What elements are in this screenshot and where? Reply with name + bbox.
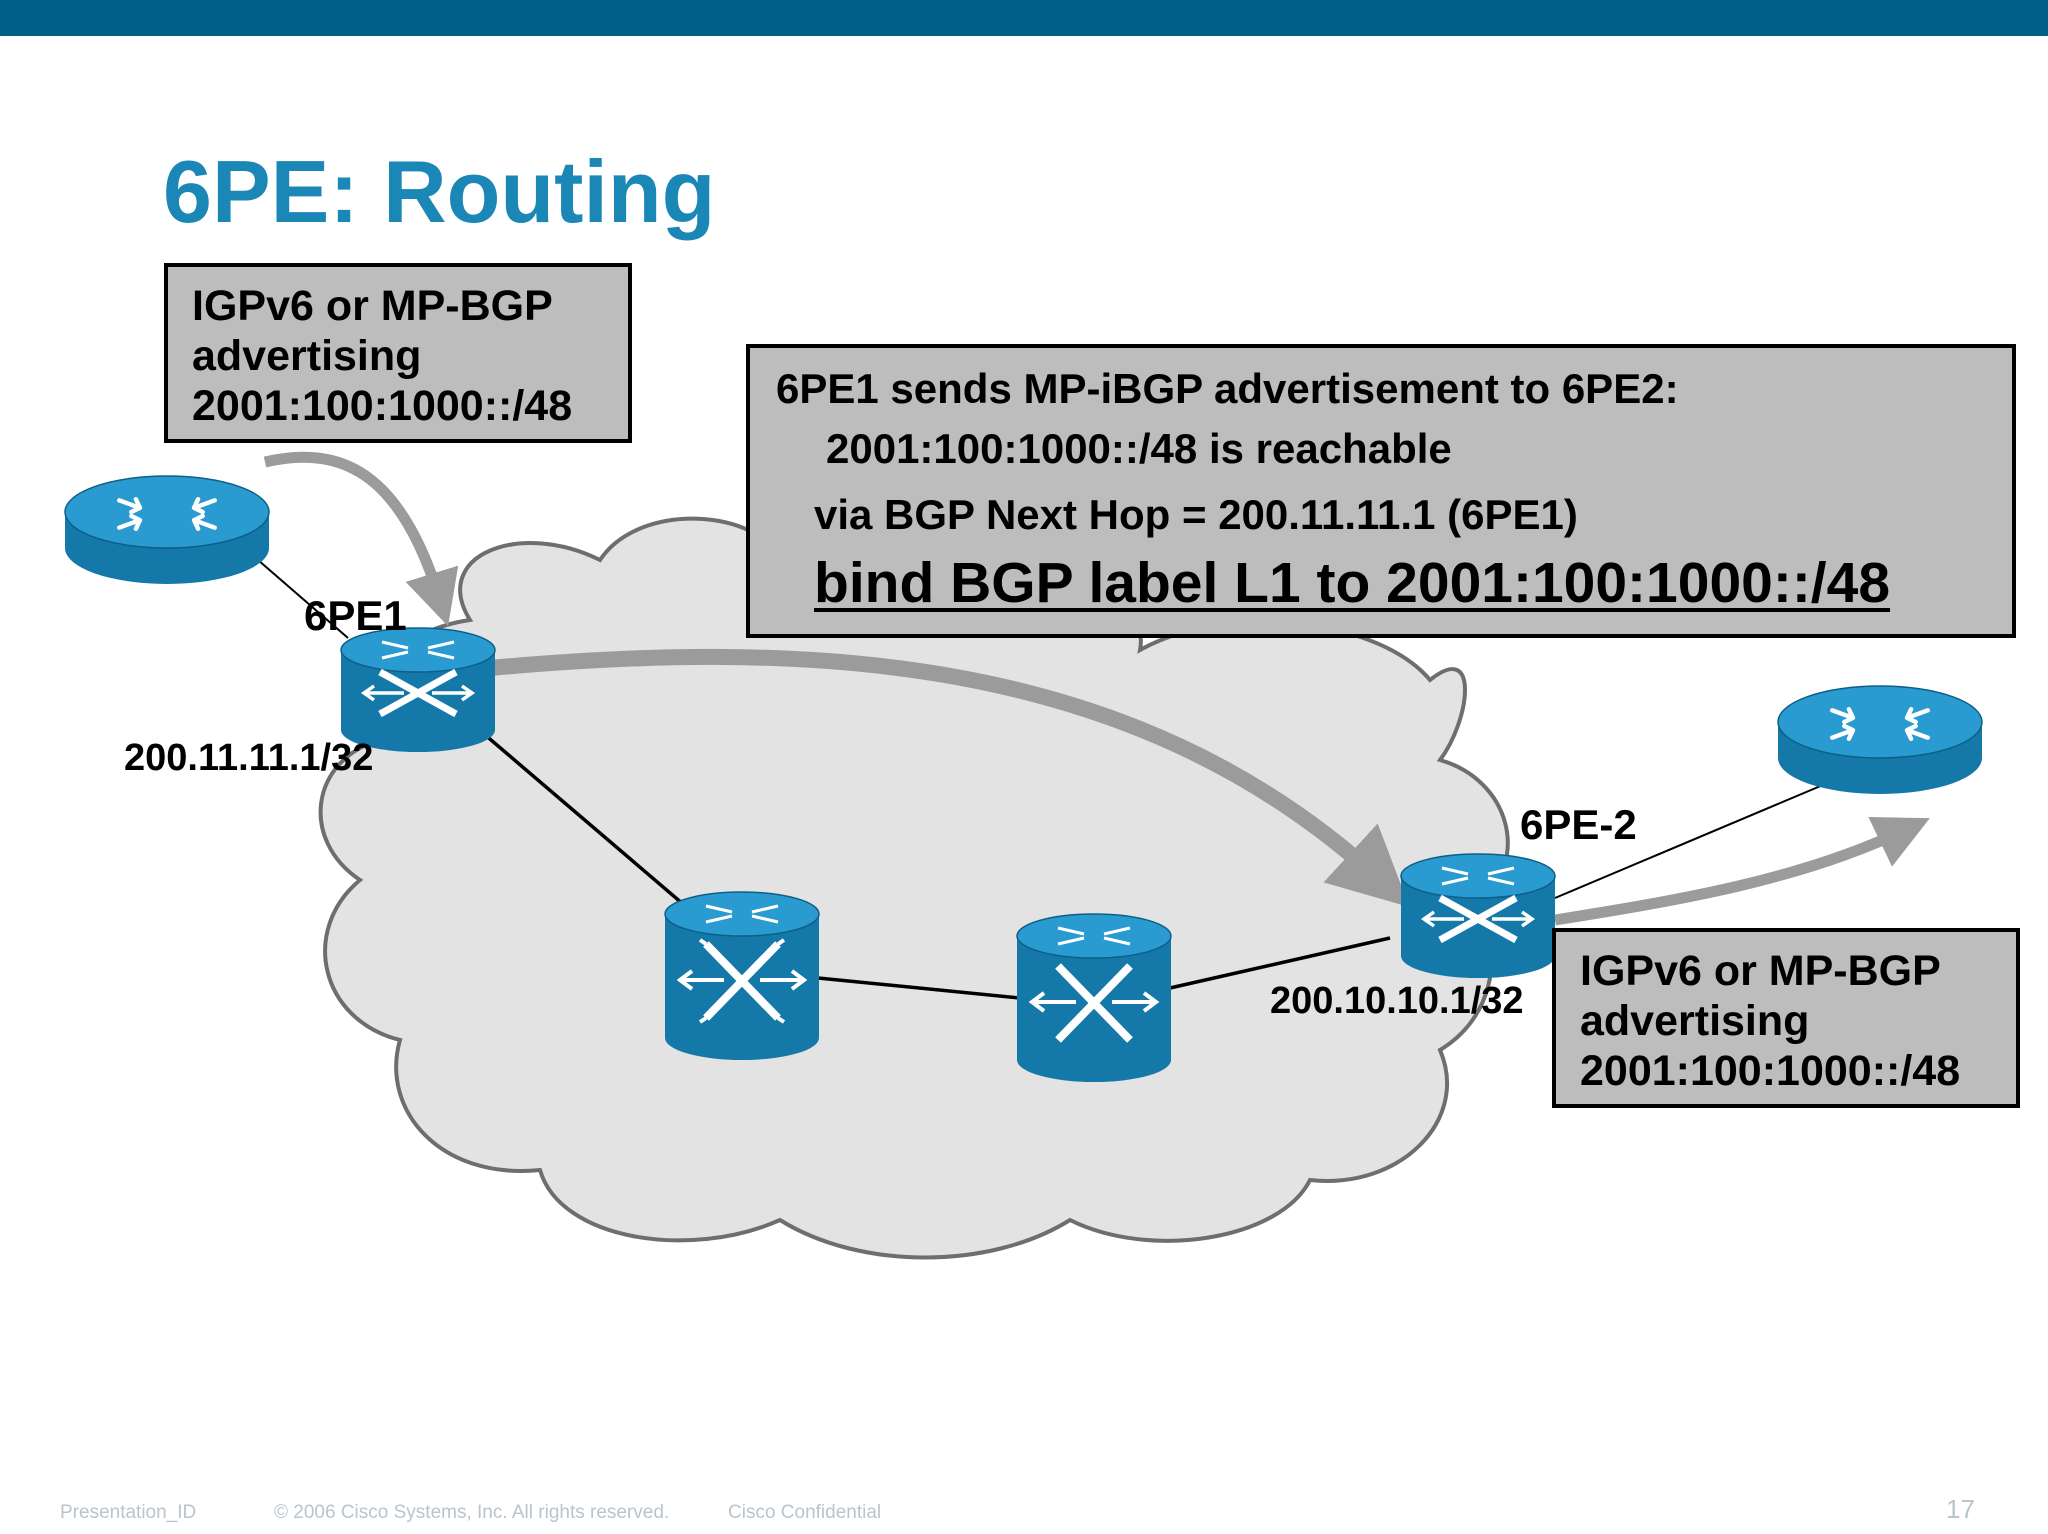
callout-mp-ibgp: 6PE1 sends MP-iBGP advertisement to 6PE2… (746, 344, 2016, 638)
customer-router-right (1777, 685, 1983, 794)
callout-left-line-1: IGPv6 or MP-BGP (192, 282, 553, 330)
callout-left-line-3: 2001:100:1000::/48 (192, 382, 573, 430)
label-6pe2: 6PE-2 (1520, 801, 1637, 848)
mp-ibgp-arrow (489, 648, 1410, 908)
slide-title: 6PE: Routing (163, 142, 716, 241)
label-6pe2-address: 200.10.10.1/32 (1270, 980, 1524, 1022)
footer-confidential: Cisco Confidential (728, 1502, 882, 1523)
link-left-router-to-6pe1 (257, 559, 349, 639)
link-6pe2-to-right-router (1554, 781, 1831, 899)
callout-right-line-2: advertising (1580, 997, 1810, 1045)
link-core2-to-6pe2 (1169, 936, 1391, 990)
page-number: 17 (1946, 1494, 1975, 1524)
callout-main-line-3: via BGP Next Hop = 200.11.11.1 (6PE1) (814, 491, 1578, 538)
advert-arrow-left (263, 451, 459, 627)
label-switch-router-icon (1420, 866, 1536, 944)
link-core1-to-core2 (817, 976, 1021, 1000)
callout-main-line-4: bind BGP label L1 to 2001:100:1000::/48 (814, 551, 1891, 615)
callout-left-line-2: advertising (192, 332, 422, 380)
callout-main-line-1: 6PE1 sends MP-iBGP advertisement to 6PE2… (776, 365, 1679, 412)
callout-left-advertising: IGPv6 or MP-BGP advertising 2001:100:100… (164, 263, 632, 443)
pe-router-6pe1 (340, 627, 496, 752)
atm-switch-icon (676, 904, 808, 1024)
customer-router-left (64, 475, 270, 584)
label-6pe1-address: 200.11.11.1/32 (124, 737, 374, 779)
label-switch-router-icon (360, 640, 476, 718)
footer-copyright: © 2006 Cisco Systems, Inc. All rights re… (274, 1502, 670, 1523)
top-bar (0, 0, 2048, 36)
pe-router-6pe2 (1400, 853, 1556, 978)
core-switch-2 (1016, 913, 1172, 1082)
link-6pe1-to-core1 (468, 720, 692, 912)
callout-right-advertising: IGPv6 or MP-BGP advertising 2001:100:100… (1552, 928, 2020, 1108)
footer-presentation-id: Presentation_ID (60, 1502, 197, 1523)
callout-main-line-2: 2001:100:1000::/48 is reachable (826, 425, 1452, 472)
core-switch-1 (664, 891, 820, 1060)
advert-arrow-right (1554, 816, 1930, 926)
callout-right-line-1: IGPv6 or MP-BGP (1580, 947, 1941, 995)
atm-switch-icon (1028, 926, 1160, 1043)
label-6pe1: 6PE1 (304, 592, 407, 639)
callout-right-line-3: 2001:100:1000::/48 (1580, 1047, 1961, 1095)
